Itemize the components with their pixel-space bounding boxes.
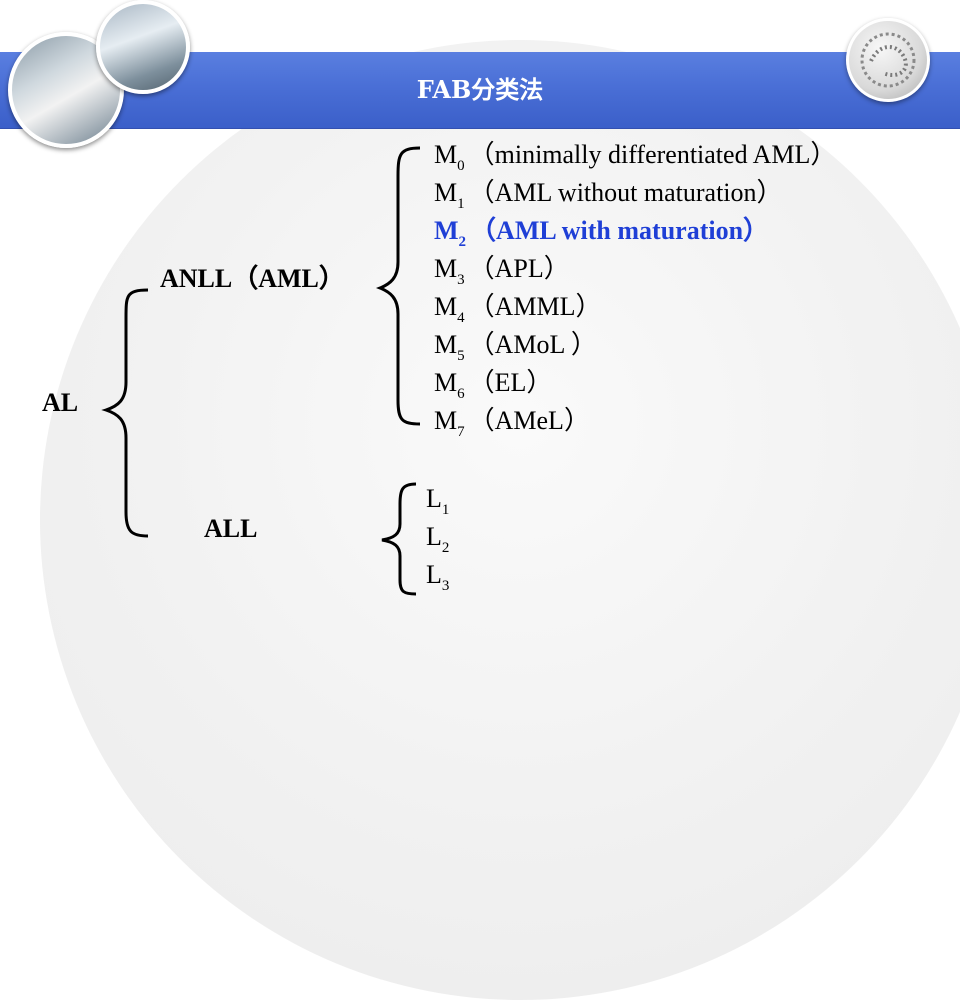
tree-brackets bbox=[101, 146, 421, 596]
root-node-al: AL bbox=[42, 388, 79, 417]
aml-subtype-m4: M4（AMML） bbox=[434, 292, 602, 326]
all-subtype-l2: L2 bbox=[426, 522, 450, 556]
logo-icon bbox=[860, 32, 916, 88]
root-bracket bbox=[101, 288, 149, 538]
all-subtype-l3: L3 bbox=[426, 560, 450, 594]
aml-bracket bbox=[375, 146, 421, 426]
aml-subtype-m7: M7（AMeL） bbox=[434, 406, 590, 440]
aml-subtype-m0: M0（minimally differentiated AML） bbox=[434, 140, 837, 174]
all-bracket bbox=[381, 482, 417, 596]
aml-subtype-m3: M3（APL） bbox=[434, 254, 570, 288]
aml-subtype-m2: M2（AML with maturation） bbox=[434, 216, 770, 250]
anll-node: ANLL（AML） bbox=[160, 264, 345, 293]
lab-worker-photo bbox=[96, 0, 190, 94]
all-subtype-l1: L1 bbox=[426, 484, 450, 518]
aml-subtype-m5: M5（AMoL ） bbox=[434, 330, 597, 364]
slide-title: FAB分类法 bbox=[416, 75, 544, 104]
aml-subtype-m1: M1（AML without maturation） bbox=[434, 178, 783, 212]
aml-subtype-m6: M6（EL） bbox=[434, 368, 553, 402]
logo-emblem bbox=[846, 18, 930, 102]
all-node: ALL bbox=[204, 514, 258, 543]
